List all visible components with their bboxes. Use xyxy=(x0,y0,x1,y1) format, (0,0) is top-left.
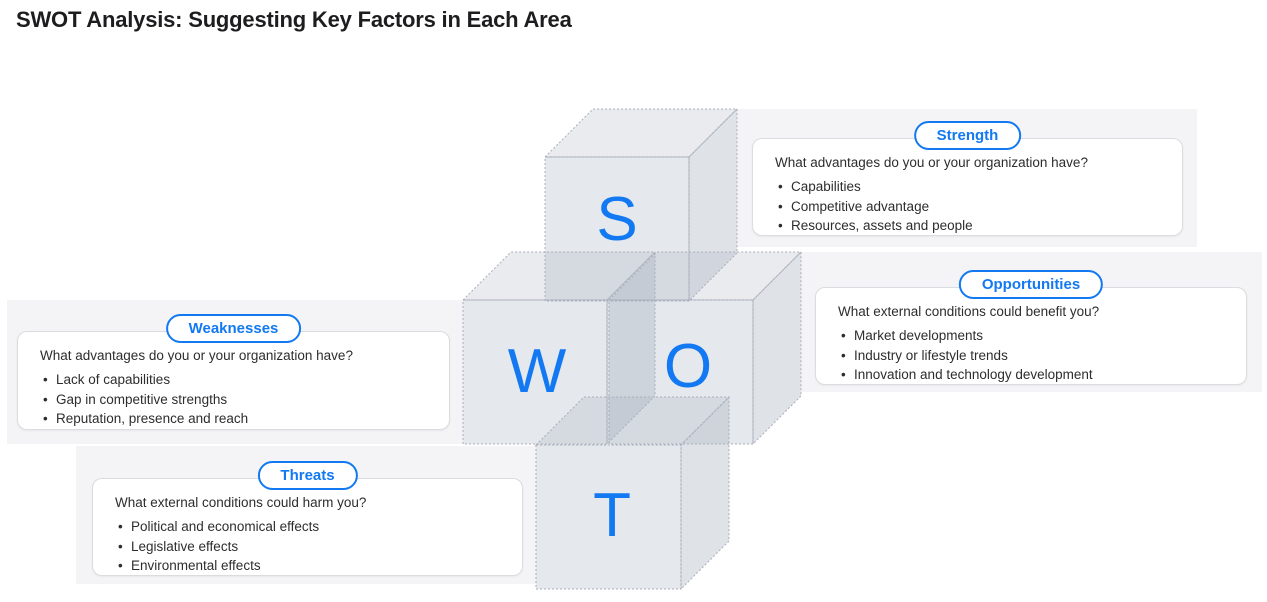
bullet-text: Innovation and technology development xyxy=(854,367,1093,382)
cube-o-front-face xyxy=(608,299,754,445)
bullet-dot: • xyxy=(118,538,123,554)
cube-letter-w: W xyxy=(507,337,567,406)
bullet-text: Resources, assets and people xyxy=(791,218,973,233)
opportunities-card: Opportunities What external conditions c… xyxy=(815,270,1247,385)
weaknesses-bullet-1: • Lack of capabilities xyxy=(40,370,431,390)
bullet-dot: • xyxy=(841,347,846,363)
strength-bullet-2: • Competitive advantage xyxy=(775,197,1164,217)
bullet-dot: • xyxy=(778,179,783,194)
bullet-text: Gap in competitive strengths xyxy=(56,391,228,407)
threats-question: What external conditions could harm you? xyxy=(115,495,367,510)
cube-s-top-face xyxy=(543,108,739,158)
weaknesses-bullet-3: • Reputation, presence and reach xyxy=(40,409,431,429)
bullet-text: Industry or lifestyle trends xyxy=(854,347,1008,363)
cube-o xyxy=(607,250,803,446)
bullet-dot: • xyxy=(118,558,123,573)
threats-bullet-2: • Legislative effects xyxy=(115,537,504,557)
bullet-text: Capabilities xyxy=(791,179,861,194)
bullet-dot: • xyxy=(43,411,48,426)
cube-letter-s: S xyxy=(596,185,638,254)
bullet-text: Legislative effects xyxy=(131,538,239,554)
threats-bullet-3: • Environmental effects xyxy=(115,556,504,576)
cube-t-right-face xyxy=(680,395,730,591)
strength-bullet-3: • Resources, assets and people xyxy=(775,216,1164,236)
cube-o-right-face xyxy=(752,250,802,446)
cube-letter-o: O xyxy=(663,332,713,401)
weaknesses-bullet-2: • Gap in competitive strengths xyxy=(40,390,431,410)
cube-s-right-face xyxy=(688,107,738,303)
bullet-dot: • xyxy=(43,391,48,407)
cube-o-top-face xyxy=(607,251,803,301)
cube-t xyxy=(534,395,731,591)
cube-letter-t: T xyxy=(593,481,631,550)
bullet-text: Competitive advantage xyxy=(791,198,930,214)
weaknesses-question: What advantages do you or your organizat… xyxy=(40,348,353,363)
threats-card: Threats What external conditions could h… xyxy=(92,461,523,576)
opportunities-bullet-1: • Market developments xyxy=(838,326,1228,346)
threats-bullet-1: • Political and economical effects xyxy=(115,517,504,537)
bullet-dot: • xyxy=(118,519,123,534)
bullet-dot: • xyxy=(778,198,783,214)
strength-question: What advantages do you or your organizat… xyxy=(775,155,1088,170)
bullet-dot: • xyxy=(841,367,846,382)
strength-pill: Strength xyxy=(913,121,1022,150)
page-title: SWOT Analysis: Suggesting Key Factors in… xyxy=(16,7,572,32)
threats-pill: Threats xyxy=(257,461,358,490)
bullet-text: Environmental effects xyxy=(131,558,261,573)
cube-s xyxy=(543,107,739,303)
strength-bullet-1: • Capabilities xyxy=(775,177,1164,197)
bullet-dot: • xyxy=(43,372,48,387)
cube-w-top-face xyxy=(461,251,657,301)
bullet-text: Lack of capabilities xyxy=(56,372,171,387)
cube-s-front-face xyxy=(544,156,690,302)
opportunities-bullet-3: • Innovation and technology development xyxy=(838,365,1228,385)
bullet-dot: • xyxy=(778,218,783,233)
opportunities-question: What external conditions could benefit y… xyxy=(838,304,1100,319)
opportunities-pill: Opportunities xyxy=(958,270,1104,299)
bullet-text: Reputation, presence and reach xyxy=(56,411,249,426)
cube-w-front-face xyxy=(462,299,608,445)
bullet-text: Political and economical effects xyxy=(131,519,320,534)
strength-card: Strength What advantages do you or your … xyxy=(752,121,1183,236)
weaknesses-pill: Weaknesses xyxy=(165,314,302,343)
cube-t-front-face xyxy=(535,444,682,590)
bullet-dot: • xyxy=(841,328,846,343)
weaknesses-card: Weaknesses What advantages do you or you… xyxy=(17,314,450,430)
bullet-text: Market developments xyxy=(854,328,984,343)
opportunities-bullet-2: • Industry or lifestyle trends xyxy=(838,346,1228,366)
